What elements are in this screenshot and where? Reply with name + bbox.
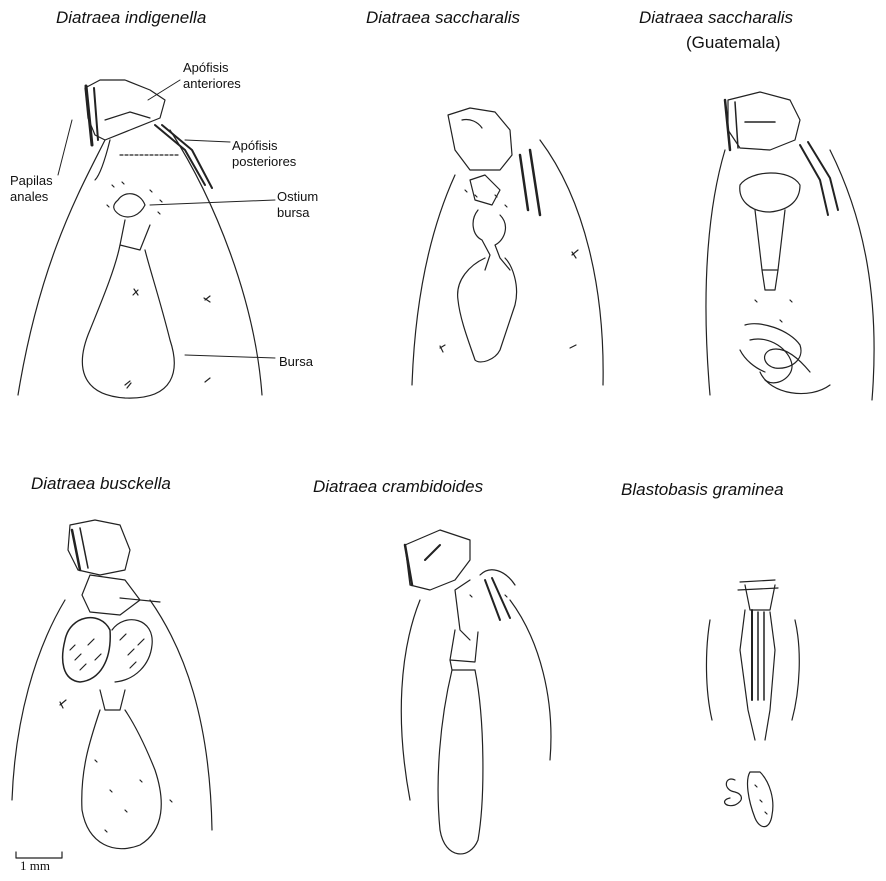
- drawing-indigenella: [18, 80, 275, 398]
- drawing-saccharalis: [412, 108, 603, 385]
- drawing-busckella: [12, 520, 212, 858]
- drawing-crambidoides: [401, 530, 551, 854]
- drawing-blastobasis: [706, 580, 799, 827]
- drawing-saccharalis-guatemala: [706, 92, 874, 400]
